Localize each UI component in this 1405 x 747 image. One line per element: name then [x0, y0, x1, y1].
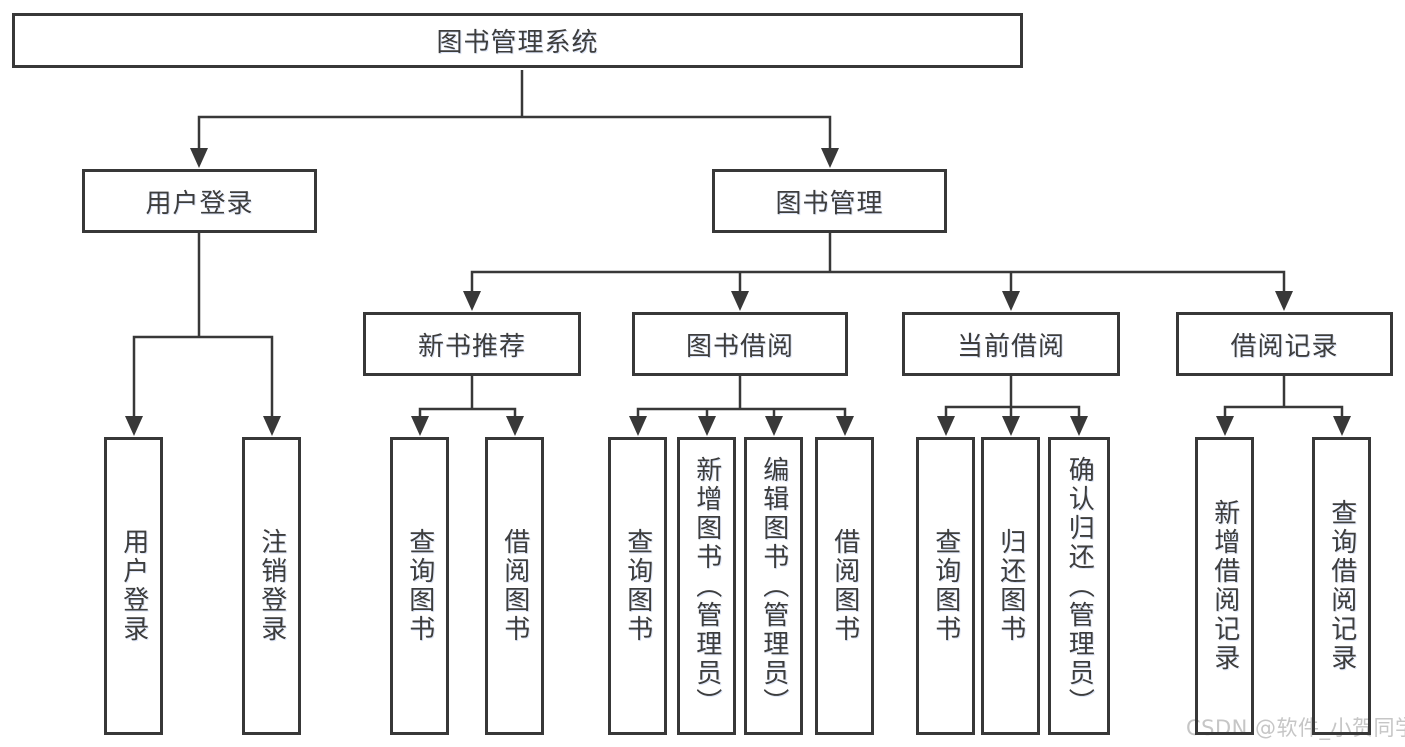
leaf-edit-book-admin: 编辑图书（管理员） — [744, 437, 803, 735]
node-borrow-records: 借阅记录 — [1176, 312, 1393, 376]
leaf-edit-book-admin-label: 编辑图书（管理员） — [758, 455, 789, 717]
node-user-login: 用户登录 — [82, 169, 317, 233]
leaf-confirm-return-admin-label: 确认归还（管理员） — [1064, 455, 1095, 717]
node-root: 图书管理系统 — [12, 13, 1023, 68]
leaf-logout: 注销登录 — [242, 437, 301, 735]
leaf-query-borrow-record: 查询借阅记录 — [1312, 437, 1371, 735]
leaf-query-books-recommend: 查询图书 — [390, 437, 449, 735]
leaf-add-borrow-record: 新增借阅记录 — [1195, 437, 1254, 735]
leaf-return-books: 归还图书 — [981, 437, 1040, 735]
node-book-management: 图书管理 — [712, 169, 947, 233]
leaf-borrow-books-recommend-label: 借阅图书 — [499, 528, 530, 644]
leaf-user-login-label: 用户登录 — [118, 528, 149, 644]
leaf-borrow-books-label: 借阅图书 — [829, 528, 860, 644]
leaf-query-books-current: 查询图书 — [916, 437, 975, 735]
leaf-borrow-books-recommend: 借阅图书 — [485, 437, 544, 735]
leaf-query-books-recommend-label: 查询图书 — [404, 528, 435, 644]
leaf-add-book-admin-label: 新增图书（管理员） — [691, 455, 722, 717]
leaf-user-login: 用户登录 — [104, 437, 163, 735]
leaf-borrow-books: 借阅图书 — [815, 437, 874, 735]
arrowheads — [125, 148, 1351, 436]
leaf-query-books-borrow: 查询图书 — [608, 437, 667, 735]
leaf-query-borrow-record-label: 查询借阅记录 — [1326, 499, 1357, 673]
leaf-query-books-borrow-label: 查询图书 — [622, 528, 653, 644]
csdn-watermark: CSDN @软件_小贺同学 — [1186, 716, 1405, 740]
leaf-add-book-admin: 新增图书（管理员） — [677, 437, 736, 735]
node-new-book-recommend: 新书推荐 — [363, 312, 581, 376]
leaf-confirm-return-admin: 确认归还（管理员） — [1048, 437, 1110, 735]
leaf-query-books-current-label: 查询图书 — [930, 528, 961, 644]
node-book-borrow: 图书借阅 — [632, 312, 848, 376]
leaf-return-books-label: 归还图书 — [995, 528, 1026, 644]
leaf-add-borrow-record-label: 新增借阅记录 — [1209, 499, 1240, 673]
leaf-logout-label: 注销登录 — [256, 528, 287, 644]
node-current-borrow: 当前借阅 — [902, 312, 1120, 376]
